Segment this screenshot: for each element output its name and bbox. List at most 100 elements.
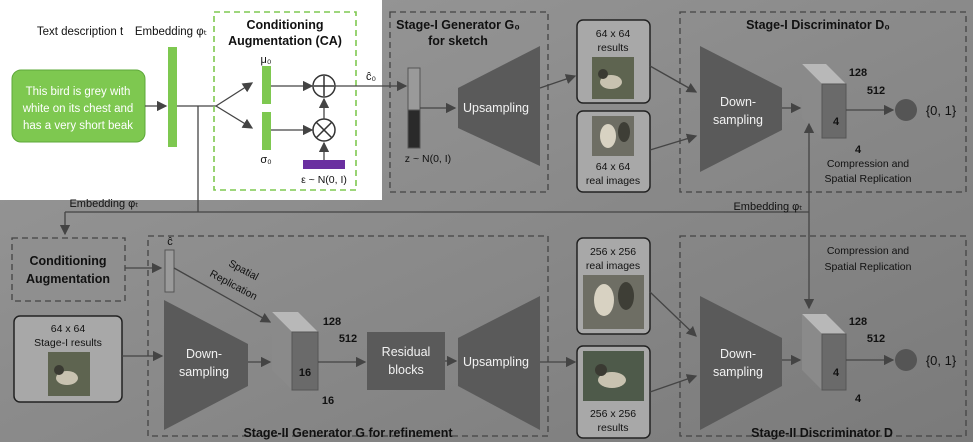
stage2-upsampling-block — [458, 296, 540, 430]
stage2-downsampling-label: sampling — [179, 365, 229, 379]
stage1-generator-title: for sketch — [428, 34, 488, 48]
stage2-disc-dim-512: 512 — [867, 333, 885, 345]
stage2-results-label: 256 x 256 — [590, 408, 636, 420]
embedding-bar — [168, 47, 177, 147]
stage1-result-image — [600, 75, 622, 89]
stage2-generator-box — [147, 235, 549, 437]
stage2-input-image — [56, 371, 78, 385]
embedding-left-label: Embedding φₜ — [69, 198, 138, 210]
arrow — [173, 267, 272, 323]
stage1-downsampling-block — [700, 46, 782, 172]
stage1-feature-cube — [802, 64, 822, 138]
sigma-bar — [262, 112, 271, 150]
stage2-real-image — [618, 282, 634, 310]
stage2-real-label: 256 x 256 — [590, 246, 636, 258]
stage2-input-label: 64 x 64 — [51, 323, 86, 335]
stage1-discriminator-box — [679, 11, 967, 193]
ca-title: Conditioning — [246, 18, 323, 32]
text-description-line: This bird is grey with — [26, 86, 131, 98]
stage2-disc-dim-4: 4 — [833, 367, 840, 379]
stage2-disc-feature-cube — [802, 314, 846, 334]
stage1-discriminator-title: Stage-I Discriminator D₀ — [746, 18, 890, 32]
mu-bar — [262, 66, 271, 104]
stage2-downsampling-block — [164, 300, 248, 430]
stage1-real-label: real images — [586, 175, 640, 187]
stage2-downsampling-label: Down- — [186, 347, 222, 361]
residual-blocks — [367, 332, 445, 390]
arrow — [215, 82, 254, 107]
embedding-label: Embedding φₜ — [135, 26, 207, 38]
stage2-real-image — [594, 284, 614, 316]
stage1-dim-128: 128 — [849, 67, 867, 79]
stage1-generator-box — [389, 11, 549, 193]
stage1-feature-cube — [802, 64, 846, 84]
mu-label: μ₀ — [261, 54, 272, 66]
stage2-feature-cube — [291, 331, 319, 391]
stage2-disc-downsampling-label: sampling — [713, 365, 763, 379]
arrow — [649, 374, 698, 393]
stage1-results-label: results — [598, 42, 629, 54]
arrow — [649, 133, 698, 151]
stage1-results-label: 64 x 64 — [596, 28, 631, 40]
arrow — [649, 65, 698, 93]
stage2-dim-16: 16 — [322, 395, 334, 407]
epsilon-bar — [303, 160, 345, 169]
stage2-upsampling-label: Upsampling — [463, 355, 529, 369]
residual-blocks-label: Residual — [382, 345, 431, 359]
stage2-disc-downsampling-label: Down- — [720, 347, 756, 361]
embedding-right-label: Embedding φₜ — [733, 201, 802, 213]
stage1-result-image — [598, 69, 608, 79]
stage2-results-label: results — [598, 422, 629, 434]
text-description-line: has a very short beak — [23, 120, 133, 132]
stage2-ca-label: Augmentation — [26, 272, 110, 286]
stage1-dim-512: 512 — [867, 85, 885, 97]
stage1-compression-label: Spatial Replication — [825, 173, 912, 185]
arrow — [539, 74, 577, 89]
stage2-feature-cube — [272, 312, 318, 332]
ca-title: Augmentation (CA) — [228, 34, 342, 48]
c0-vector — [407, 67, 421, 111]
noise-vector — [407, 109, 421, 149]
stage1-compression-label: Compression and — [827, 158, 909, 170]
stage2-downsampling-disc-block — [700, 296, 782, 430]
stage2-compression-label: Spatial Replication — [825, 261, 912, 273]
stage2-ca-box — [11, 237, 126, 302]
c-hat-label: ĉ — [167, 236, 173, 248]
stage2-disc-dim-128: 128 — [849, 316, 867, 328]
stage2-result-image — [598, 372, 626, 388]
stage1-real-label: 64 x 64 — [596, 161, 631, 173]
stage1-dim-4: 4 — [833, 116, 840, 128]
stage2-real-label: real images — [586, 260, 640, 272]
stage2-output-label: {0, 1} — [926, 353, 957, 368]
stage1-upsampling-block — [458, 46, 540, 166]
stage2-disc-feature-cube — [821, 333, 847, 391]
stage1-upsampling-label: Upsampling — [463, 101, 529, 115]
stage1-real-image — [600, 124, 616, 148]
arrow — [215, 105, 254, 129]
residual-blocks-label: blocks — [388, 363, 423, 377]
epsilon-label: ε ~ N(0, I) — [301, 174, 347, 186]
stage1-generator-title: Stage-I Generator G₀ — [396, 18, 520, 32]
stage2-output-node — [895, 349, 917, 371]
text-description-label: Text description t — [37, 26, 124, 38]
text-description-line: white on its chest and — [22, 103, 134, 115]
stage2-disc-dim-4: 4 — [855, 393, 862, 405]
stage2-disc-feature-cube — [802, 314, 822, 390]
stage2-result-image — [595, 364, 607, 376]
stage1-output-label: {0, 1} — [926, 103, 957, 118]
arrow — [649, 291, 697, 337]
stage2-input-label: Stage-I results — [34, 337, 102, 349]
stage2-input-image — [54, 365, 64, 375]
stage1-dim-4: 4 — [855, 144, 862, 156]
stage2-discriminator-box — [679, 235, 967, 437]
stage1-feature-cube — [821, 83, 847, 139]
stage2-dim-16: 16 — [299, 367, 311, 379]
stage1-downsampling-label: Down- — [720, 95, 756, 109]
ca-dashed-box — [213, 11, 357, 191]
stage2-generator-title: Stage-II Generator G for refinement — [243, 426, 453, 440]
stage2-feature-cube — [272, 312, 292, 390]
stage1-downsampling-label: sampling — [713, 113, 763, 127]
stage2-compression-label: Compression and — [827, 245, 909, 257]
